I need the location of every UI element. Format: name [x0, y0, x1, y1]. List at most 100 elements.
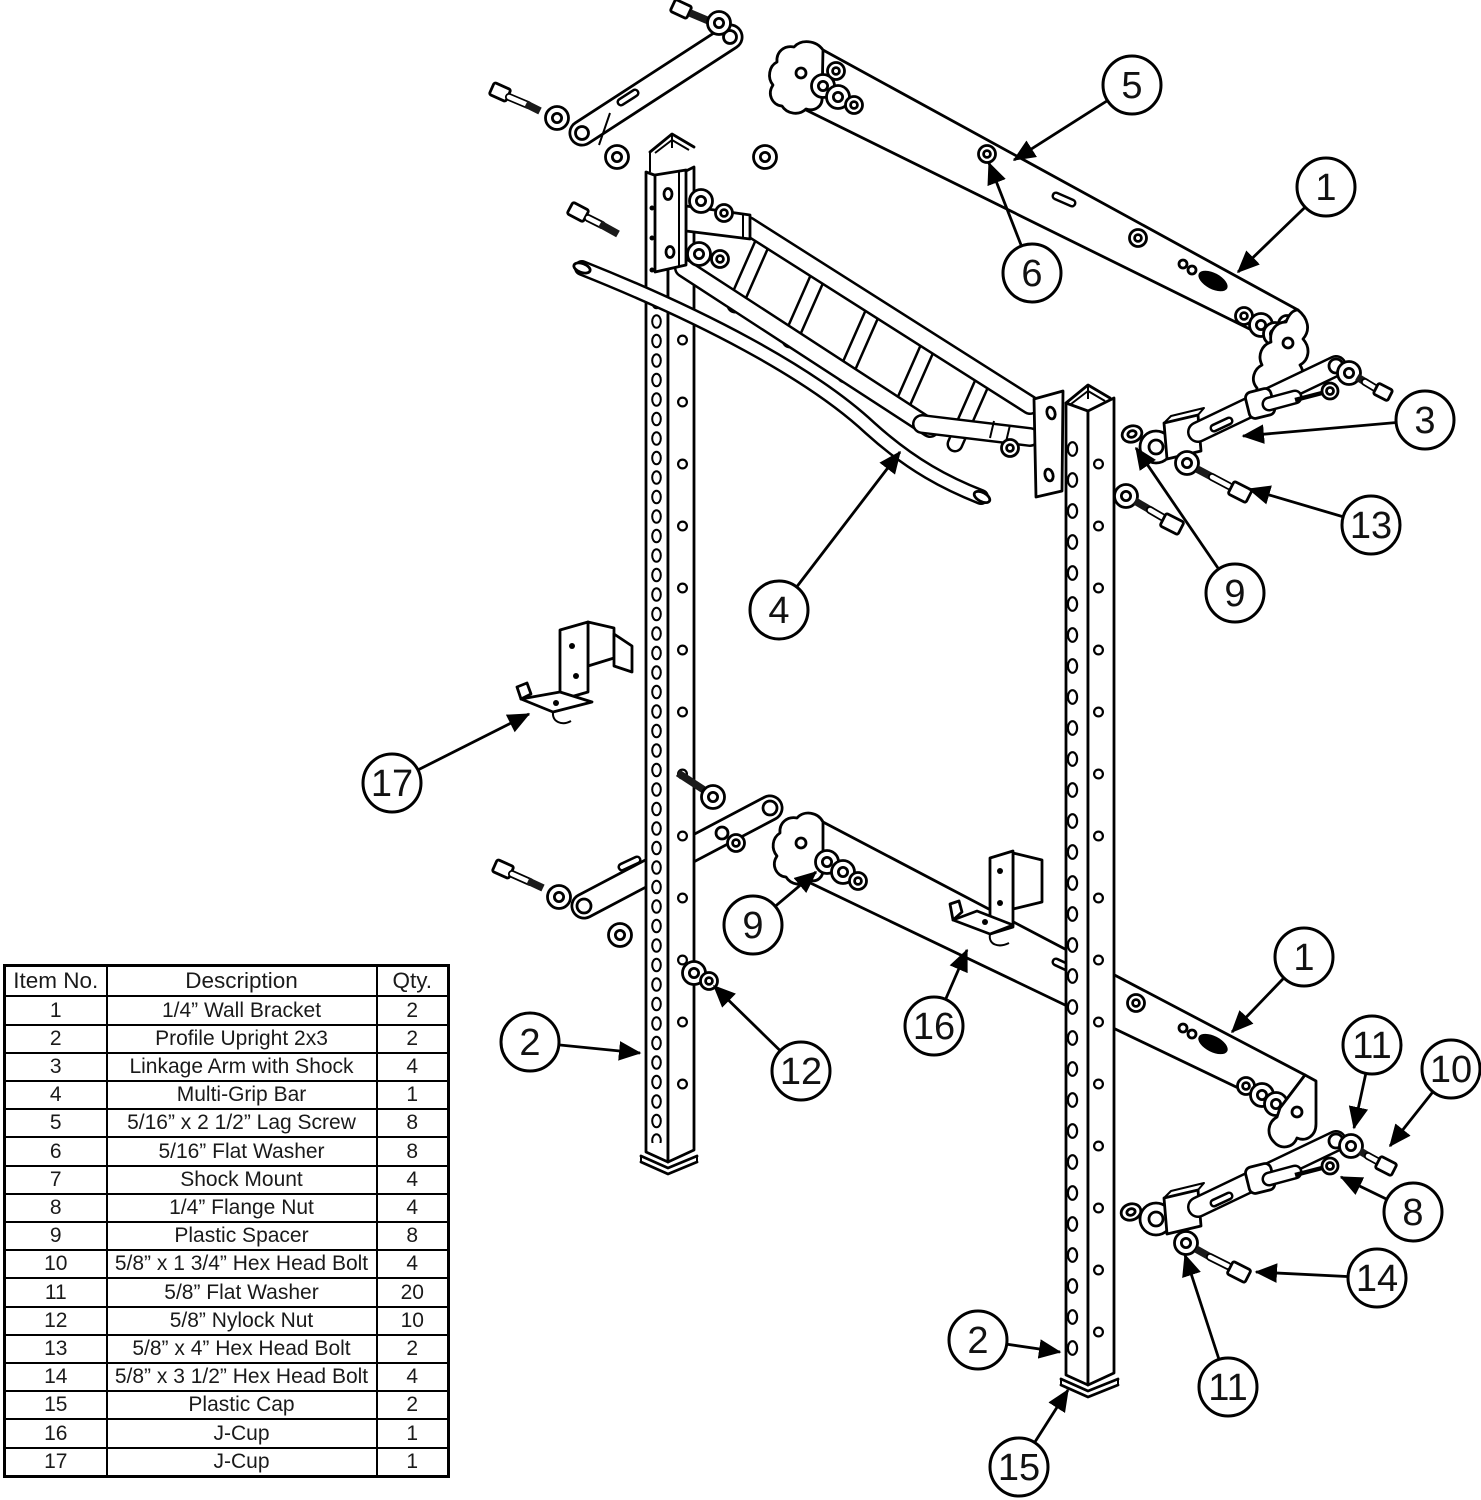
right-upright	[1059, 383, 1120, 1399]
lag-screw	[669, 0, 732, 36]
lag-screw	[488, 81, 570, 131]
cell-item-no: 1	[3, 995, 108, 1026]
svg-text:5: 5	[1121, 65, 1142, 107]
cell-qty: 4	[375, 1192, 450, 1224]
cell-item-no: 12	[3, 1305, 108, 1336]
svg-text:12: 12	[780, 1051, 822, 1093]
cell-qty: 10	[375, 1305, 450, 1336]
cell-item-no: 7	[3, 1164, 108, 1195]
cell-item-no: 13	[3, 1333, 108, 1365]
cell-description: J-Cup	[105, 1418, 378, 1449]
cell-qty: 8	[375, 1136, 450, 1167]
cell-qty: 1	[375, 1080, 450, 1111]
callout-12: 12	[712, 984, 832, 1102]
header-qty: Qty.	[375, 964, 450, 998]
hex-head-bolt-13	[1174, 450, 1253, 504]
svg-text:4: 4	[768, 590, 789, 632]
linkage-arm-with-shock-lower	[1117, 1130, 1398, 1284]
multi-grip-bar	[572, 168, 1065, 505]
cell-description: 5/16” Flat Washer	[105, 1136, 378, 1167]
callout-14: 14	[1254, 1247, 1408, 1309]
svg-text:16: 16	[913, 1006, 955, 1048]
cell-description: 5/8” Nylock Nut	[105, 1305, 378, 1336]
cell-item-no: 17	[3, 1446, 108, 1478]
j-cup-17	[515, 620, 634, 725]
callout-2: 2	[947, 1309, 1062, 1371]
svg-text:2: 2	[967, 1320, 988, 1362]
plastic-cap-left	[639, 1154, 699, 1176]
cell-qty: 20	[375, 1277, 450, 1308]
callout-11: 11	[1182, 1253, 1259, 1418]
cell-qty: 8	[375, 1108, 450, 1139]
cell-description: Multi-Grip Bar	[105, 1080, 378, 1111]
cell-description: 5/8” Flat Washer	[105, 1277, 378, 1308]
cell-description: Shock Mount	[105, 1164, 378, 1195]
callout-10: 10	[1388, 1038, 1481, 1148]
bracket-claw-end	[768, 40, 825, 115]
svg-text:17: 17	[371, 763, 413, 805]
cell-qty: 8	[375, 1221, 450, 1252]
callout-5: 5	[1012, 54, 1163, 162]
svg-text:10: 10	[1430, 1049, 1472, 1091]
svg-text:15: 15	[998, 1447, 1040, 1489]
cell-qty: 2	[375, 1390, 450, 1421]
cell-item-no: 6	[3, 1136, 108, 1167]
cell-item-no: 14	[3, 1362, 108, 1393]
cell-item-no: 4	[3, 1080, 108, 1111]
svg-text:1: 1	[1315, 167, 1336, 209]
cell-description: Plastic Spacer	[105, 1221, 378, 1252]
cell-description: 5/16” x 2 1/2” Lag Screw	[105, 1108, 378, 1139]
callout-16: 16	[903, 948, 969, 1057]
cell-item-no: 10	[3, 1249, 108, 1280]
svg-text:1: 1	[1293, 937, 1314, 979]
cell-qty: 4	[375, 1051, 450, 1083]
cell-item-no: 15	[3, 1390, 108, 1421]
linkage-arm-top-left	[568, 23, 744, 147]
svg-text:13: 13	[1350, 505, 1392, 547]
fasteners-lower-left	[491, 769, 779, 991]
cell-qty: 2	[375, 995, 450, 1026]
left-upright	[639, 132, 699, 1176]
cell-qty: 4	[375, 1362, 450, 1393]
callout-15: 15	[988, 1388, 1070, 1498]
lag-screw	[491, 858, 572, 910]
callout-1: 1	[1230, 926, 1335, 1034]
hex-head-bolt	[1113, 483, 1185, 536]
cell-description: 5/8” x 1 3/4” Hex Head Bolt	[105, 1249, 378, 1280]
cell-qty: 2	[375, 1023, 450, 1054]
cell-qty: 1	[375, 1418, 450, 1449]
cell-item-no: 5	[3, 1108, 108, 1139]
cell-description: 5/8” x 3 1/2” Hex Head Bolt	[105, 1362, 378, 1393]
svg-text:8: 8	[1402, 1192, 1423, 1234]
callout-3: 3	[1241, 389, 1456, 451]
wall-bracket-top	[768, 40, 1310, 403]
svg-text:14: 14	[1356, 1258, 1398, 1300]
cell-qty: 4	[375, 1164, 450, 1195]
cell-description: 1/4” Flange Nut	[105, 1192, 378, 1224]
wall-bracket-bottom	[771, 811, 1318, 1149]
callout-2: 2	[499, 1011, 642, 1073]
cell-qty: 4	[375, 1249, 450, 1280]
lag-screw	[566, 201, 620, 238]
cell-description: Plastic Cap	[105, 1390, 378, 1421]
hex-head-bolt	[1336, 360, 1394, 402]
brand-logo	[1177, 1022, 1228, 1055]
hex-head-bolt-10	[1338, 1133, 1398, 1177]
svg-text:3: 3	[1414, 400, 1435, 442]
cell-description: 1/4” Wall Bracket	[105, 995, 378, 1026]
shock	[1244, 381, 1340, 420]
callout-9: 9	[722, 870, 818, 956]
